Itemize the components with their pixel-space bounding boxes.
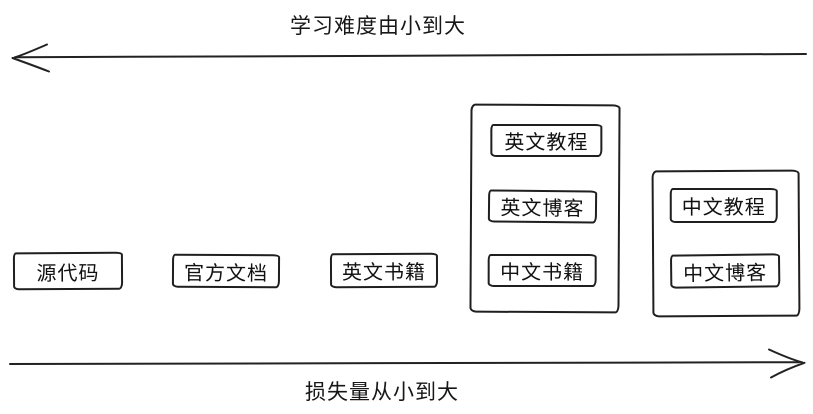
node-label: 英文教程: [504, 131, 589, 155]
group-chinese-tutorials-blogs: 中文教程 中文博客: [651, 169, 801, 318]
node-english-tutorials: 英文教程: [490, 123, 603, 158]
node-label: 源代码: [36, 262, 100, 285]
node-label: 英文书籍: [341, 261, 427, 285]
arrow-head-icon: [11, 43, 50, 73]
node-english-books: 英文书籍: [329, 252, 439, 289]
node-label: 中文教程: [681, 196, 766, 220]
difficulty-arrow: [11, 43, 807, 73]
arrow-line: [9, 361, 800, 365]
arrow-line: [16, 53, 807, 59]
loss-arrow: [9, 348, 806, 379]
node-source-code: 源代码: [12, 251, 124, 291]
node-chinese-blogs: 中文博客: [669, 253, 781, 289]
bottom-axis-label: 损失量从小到大: [305, 381, 459, 404]
node-label: 官方文档: [183, 262, 269, 285]
node-english-blogs: 英文博客: [487, 189, 598, 224]
node-label: 英文博客: [500, 197, 585, 221]
node-official-docs: 官方文档: [171, 253, 281, 289]
node-label: 中文书籍: [500, 261, 585, 285]
node-chinese-tutorials: 中文教程: [669, 187, 778, 224]
top-axis-label: 学习难度由小到大: [290, 15, 466, 38]
node-chinese-books: 中文书籍: [487, 253, 597, 288]
arrow-head-icon: [768, 348, 806, 379]
group-english-and-chinese-books: 英文教程 英文博客 中文书籍: [469, 103, 621, 314]
node-label: 中文博客: [683, 261, 768, 286]
